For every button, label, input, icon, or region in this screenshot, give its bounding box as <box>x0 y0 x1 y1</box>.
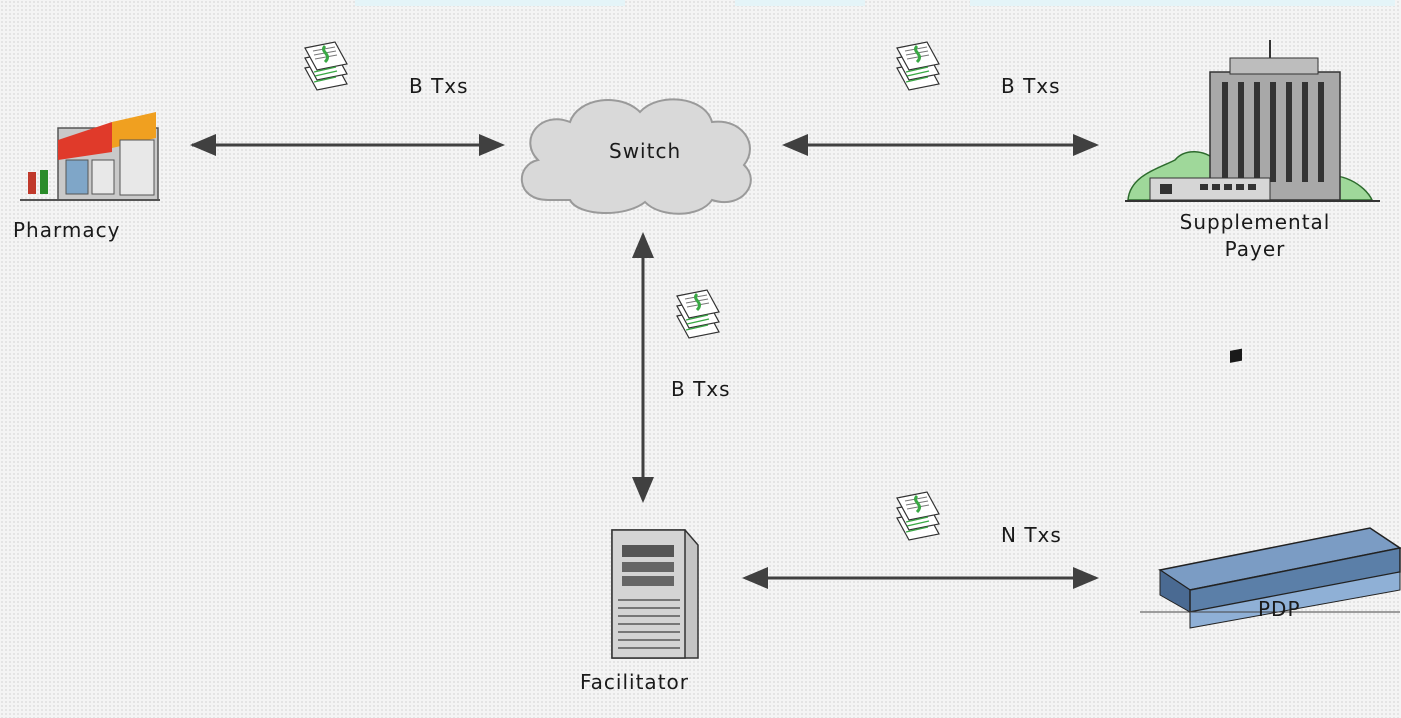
top-strip-1 <box>355 0 625 6</box>
top-strip-2 <box>735 0 865 6</box>
edge-facilitator-pdp <box>742 567 1099 589</box>
edge-label-switch-payer: B Txs <box>1001 74 1061 98</box>
document-stack-icon <box>305 42 347 90</box>
edge-label-facilitator-pdp: N Txs <box>1001 523 1062 547</box>
switch-label: Switch <box>609 139 682 163</box>
server-tower-icon <box>611 529 699 659</box>
edge-label-switch-facilitator: B Txs <box>671 377 731 401</box>
edge-switch-facilitator <box>632 232 654 503</box>
edge-switch-payer <box>782 134 1099 156</box>
supplemental-payer-label-line1: Supplemental <box>1179 210 1331 234</box>
top-strip-3 <box>970 0 1395 6</box>
pharmacy-label: Pharmacy <box>13 218 121 242</box>
cloud-icon <box>521 98 752 215</box>
pdp-building-icon <box>1140 348 1401 629</box>
supplemental-payer-label-line2: Payer <box>1224 237 1286 261</box>
pdp-label: PDP <box>1258 597 1301 621</box>
pharmacy-icon <box>20 112 160 201</box>
office-building-icon <box>1125 40 1380 202</box>
facilitator-label: Facilitator <box>580 670 689 694</box>
document-stack-icon <box>677 290 719 338</box>
document-stack-icon <box>897 492 939 540</box>
document-stack-icon <box>897 42 939 90</box>
edge-label-pharmacy-switch: B Txs <box>409 74 469 98</box>
edge-pharmacy-switch <box>190 134 505 156</box>
